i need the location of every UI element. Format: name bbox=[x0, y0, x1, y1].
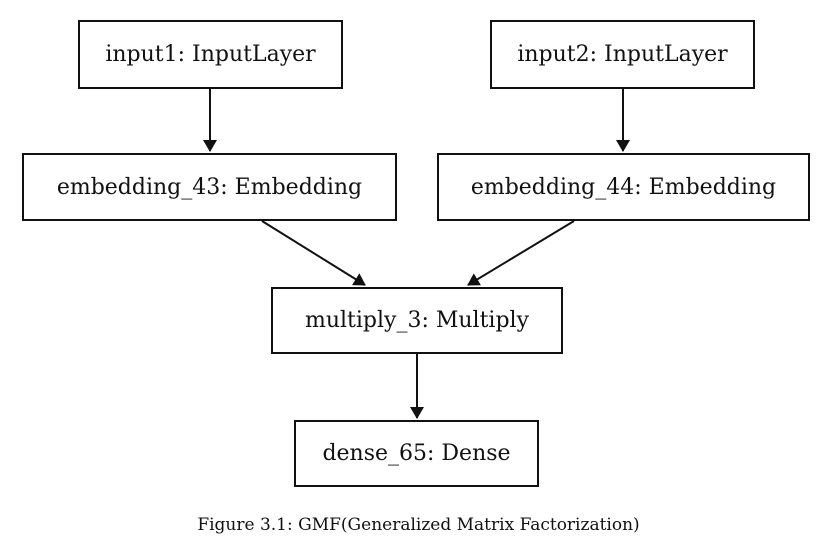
figure-caption: Figure 3.1: GMF(Generalized Matrix Facto… bbox=[197, 515, 640, 535]
edge-embedding-43-to-multiply-3 bbox=[261, 220, 366, 286]
node-input2: input2: InputLayer bbox=[490, 20, 755, 89]
node-multiply-3-label: multiply_3: Multiply bbox=[304, 308, 530, 333]
node-embedding-43: embedding_43: Embedding bbox=[22, 153, 397, 221]
node-dense-65: dense_65: Dense bbox=[294, 420, 539, 487]
node-embedding-43-label: embedding_43: Embedding bbox=[56, 174, 363, 200]
node-embedding-44: embedding_44: Embedding bbox=[437, 153, 810, 221]
node-input2-label: input2: InputLayer bbox=[517, 42, 728, 67]
node-dense-65-label: dense_65: Dense bbox=[322, 441, 511, 466]
node-input1-label: input1: InputLayer bbox=[105, 42, 316, 67]
edge-embedding-44-to-multiply-3 bbox=[467, 220, 575, 286]
node-embedding-44-label: embedding_44: Embedding bbox=[470, 174, 777, 200]
node-multiply-3: multiply_3: Multiply bbox=[271, 287, 563, 354]
node-input1: input1: InputLayer bbox=[78, 20, 343, 89]
